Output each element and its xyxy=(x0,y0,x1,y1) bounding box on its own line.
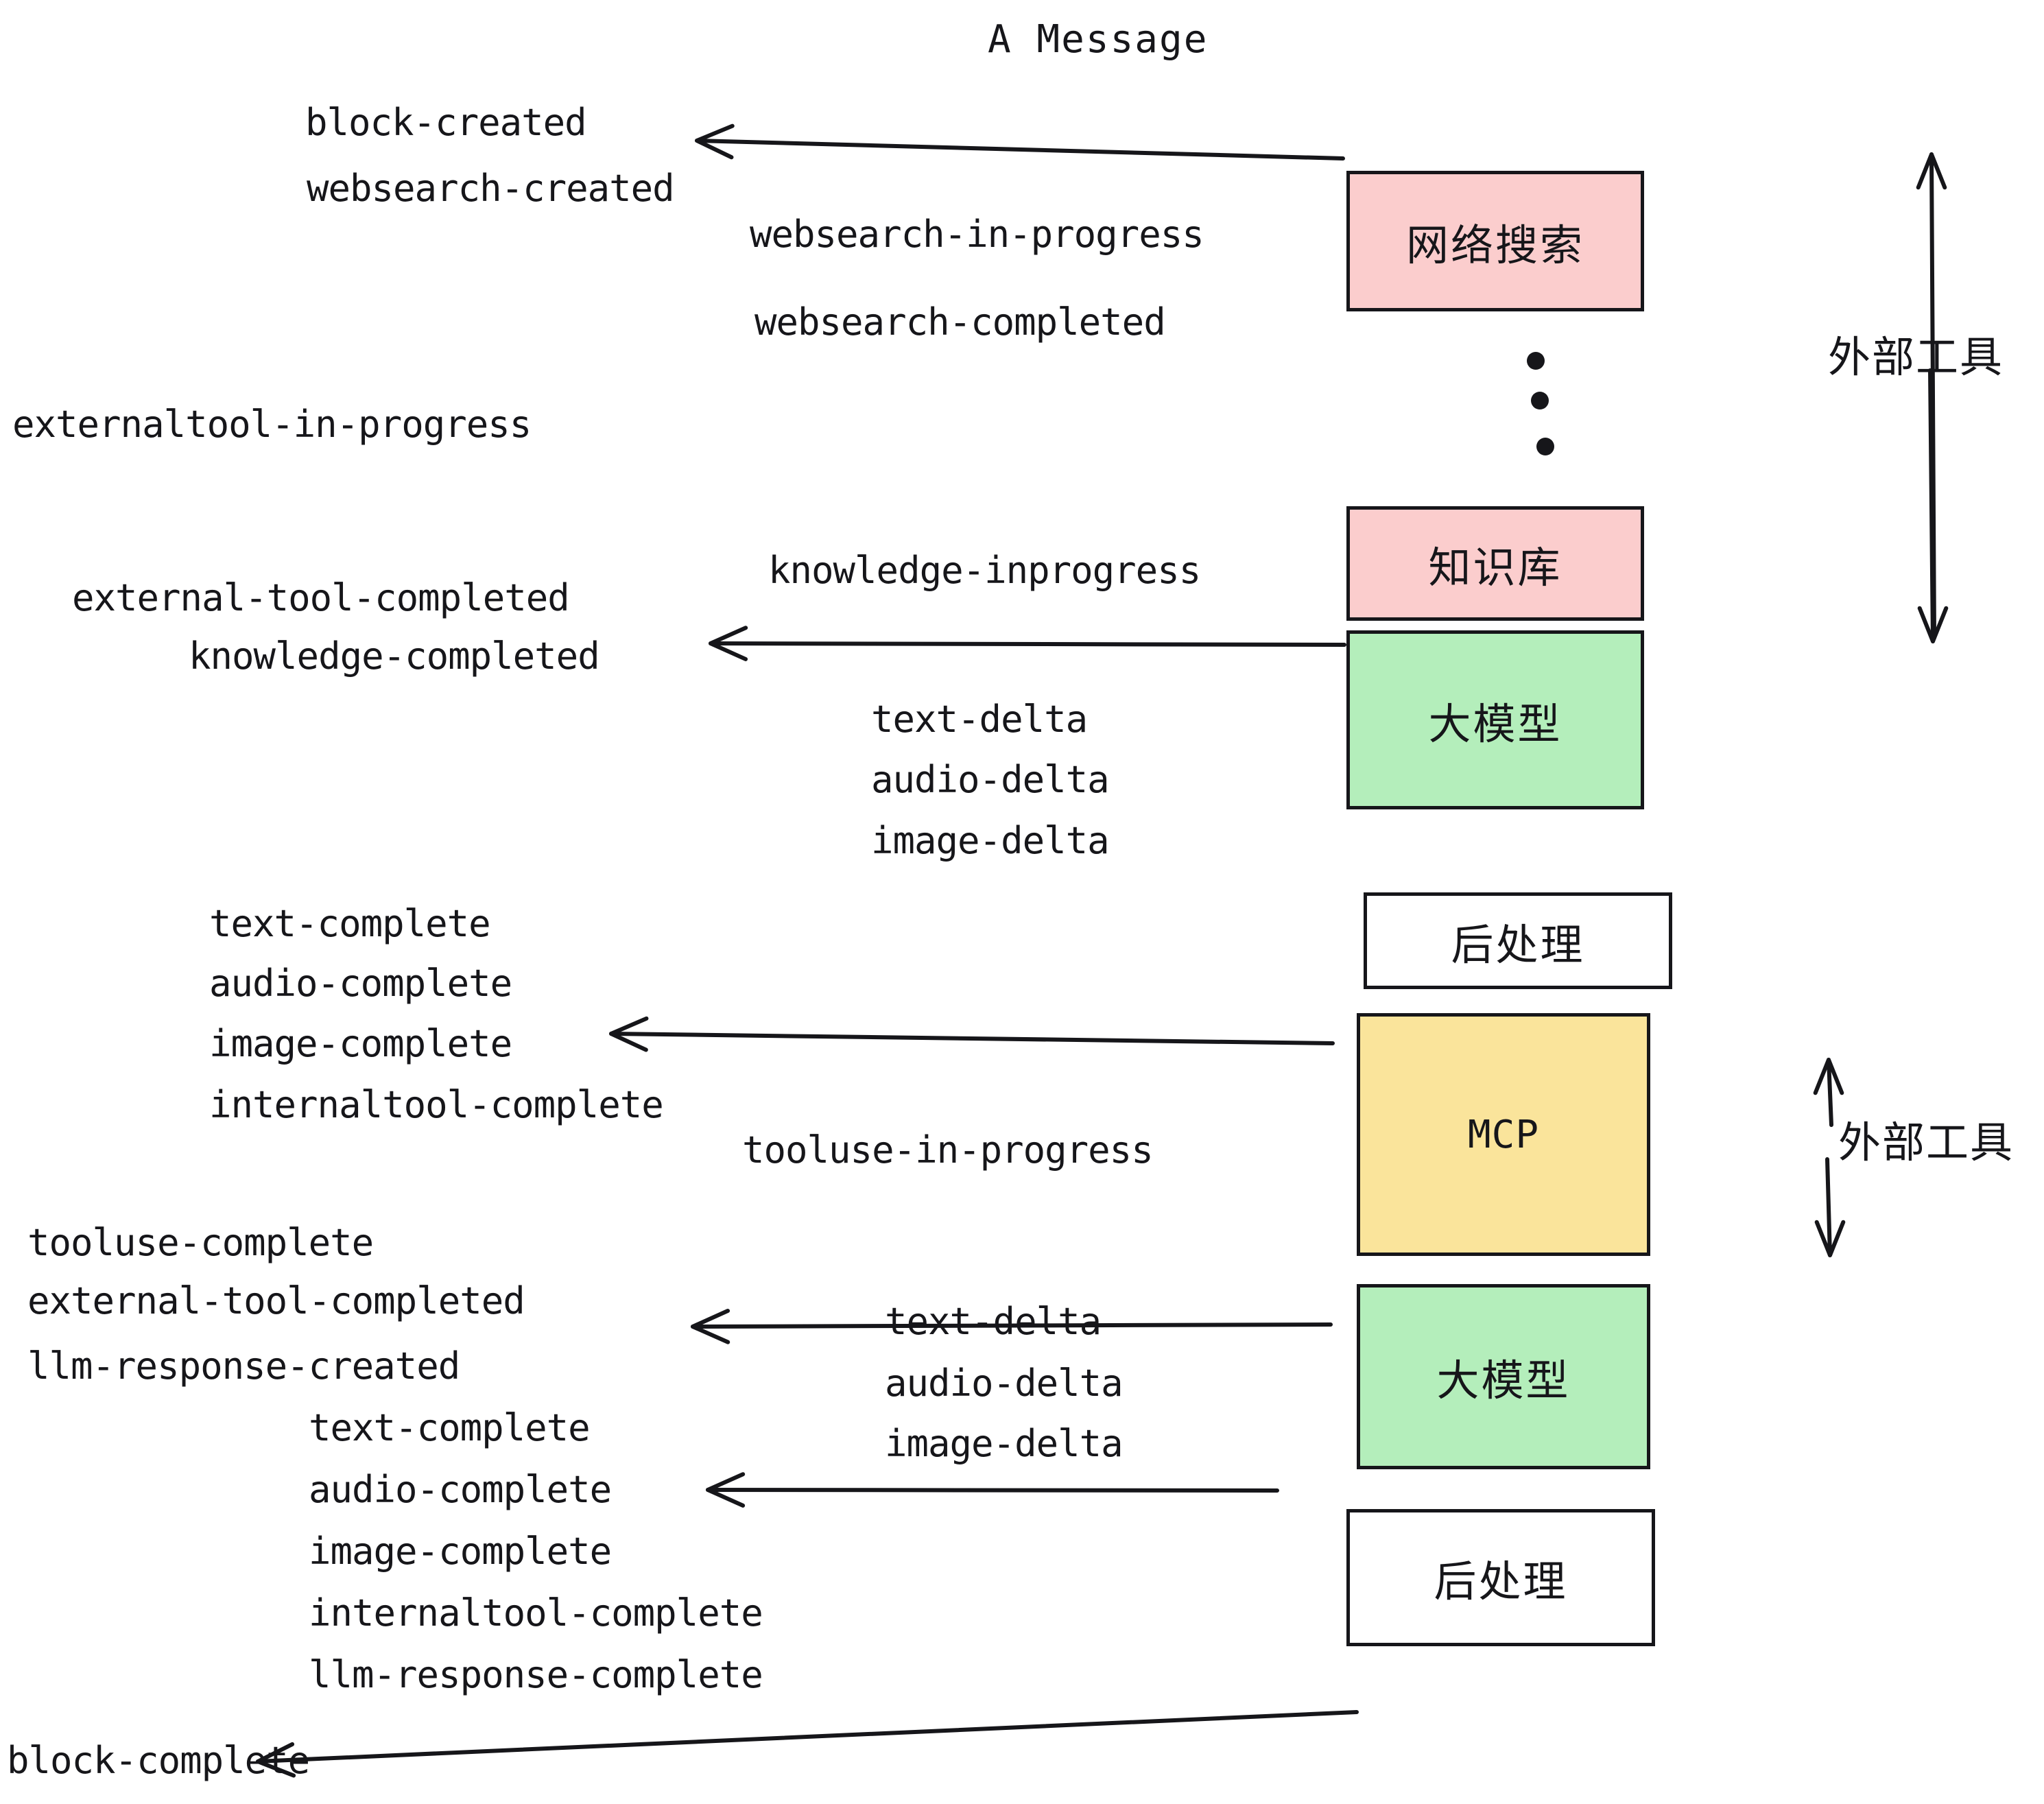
event-label-internaltool-complete-2: internaltool-complete xyxy=(309,1591,763,1635)
ellipsis-dot-2 xyxy=(1531,392,1549,410)
event-label-llm-response-complete: llm-response-complete xyxy=(309,1653,763,1696)
external-tools-top-down-line xyxy=(1928,368,1935,643)
event-label-externaltool-in-progress: externaltool-in-progress xyxy=(12,403,532,446)
arrow-audio-complete-line xyxy=(706,1488,1279,1493)
diagram-title: A Message xyxy=(988,17,1209,62)
event-label-image-delta-2: image-delta xyxy=(885,1422,1124,1465)
external-tools-bottom-up-head xyxy=(1813,1058,1844,1095)
event-label-text-complete-2: text-complete xyxy=(309,1406,591,1449)
arrow-image-complete-head xyxy=(609,1016,649,1052)
arrow-image-complete-line xyxy=(609,1032,1335,1045)
process-box-llm-top: 大模型 xyxy=(1346,630,1644,809)
arrow-knowledge-completed-head xyxy=(709,626,748,661)
event-label-audio-complete-1: audio-complete xyxy=(209,962,512,1005)
event-label-text-delta-2: text-delta xyxy=(885,1300,1102,1343)
event-label-external-tool-completed-2: external-tool-completed xyxy=(27,1279,525,1322)
external-tools-top-up-head xyxy=(1916,152,1947,190)
event-label-internaltool-complete-1: internaltool-complete xyxy=(209,1083,664,1126)
arrow-tooluse-complete-head xyxy=(691,1309,730,1344)
process-box-knowledge: 知识库 xyxy=(1346,506,1644,621)
arrow-audio-complete-head xyxy=(706,1472,746,1508)
process-box-mcp: MCP xyxy=(1357,1013,1650,1256)
arrow-block-created-line xyxy=(695,139,1345,161)
event-label-knowledge-completed: knowledge-completed xyxy=(189,634,600,678)
event-label-block-complete: block-complete xyxy=(7,1739,310,1782)
event-label-image-complete-1: image-complete xyxy=(209,1022,512,1065)
event-label-tooluse-complete: tooluse-complete xyxy=(27,1221,374,1264)
event-label-image-complete-2: image-complete xyxy=(309,1530,612,1573)
arrow-block-created-head xyxy=(695,123,735,160)
ellipsis-dot-1 xyxy=(1527,352,1545,370)
event-label-knowledge-inprogress: knowledge-inprogress xyxy=(768,549,1201,592)
event-label-websearch-created: websearch-created xyxy=(307,167,675,210)
external-tools-bottom-down-head xyxy=(1814,1220,1846,1257)
process-box-websearch: 网络搜索 xyxy=(1346,171,1644,311)
arrow-block-complete-line xyxy=(256,1710,1359,1764)
external-tool-label-1: 外部工具 xyxy=(1828,332,2004,382)
event-label-tooluse-in-progress: tooluse-in-progress xyxy=(742,1128,1154,1172)
event-label-block-created: block-created xyxy=(305,101,587,144)
event-label-text-delta-1: text-delta xyxy=(871,698,1088,741)
arrow-knowledge-completed-line xyxy=(709,641,1346,647)
process-box-postprocess-bot: 后处理 xyxy=(1346,1509,1655,1646)
event-label-audio-delta-1: audio-delta xyxy=(871,758,1110,801)
event-label-text-complete-1: text-complete xyxy=(209,902,491,945)
event-label-image-delta-1: image-delta xyxy=(871,819,1110,862)
external-tools-top-up-line xyxy=(1929,152,1936,640)
external-tools-bottom-down-line xyxy=(1825,1157,1832,1257)
external-tools-top-down-head xyxy=(1917,606,1949,643)
ellipsis-dot-3 xyxy=(1536,438,1554,455)
event-label-audio-delta-2: audio-delta xyxy=(885,1362,1124,1405)
external-tools-bottom-up-line xyxy=(1827,1058,1833,1127)
process-box-postprocess-top: 后处理 xyxy=(1364,892,1672,989)
event-label-llm-response-created: llm-response-created xyxy=(27,1344,460,1388)
event-label-audio-complete-2: audio-complete xyxy=(309,1468,612,1511)
event-label-websearch-completed: websearch-completed xyxy=(754,300,1166,344)
external-tool-label-2: 外部工具 xyxy=(1838,1117,2015,1167)
event-label-external-tool-completed-1: external-tool-completed xyxy=(72,576,570,619)
event-label-websearch-in-progress: websearch-in-progress xyxy=(750,213,1204,256)
process-box-llm-bottom: 大模型 xyxy=(1357,1284,1650,1469)
